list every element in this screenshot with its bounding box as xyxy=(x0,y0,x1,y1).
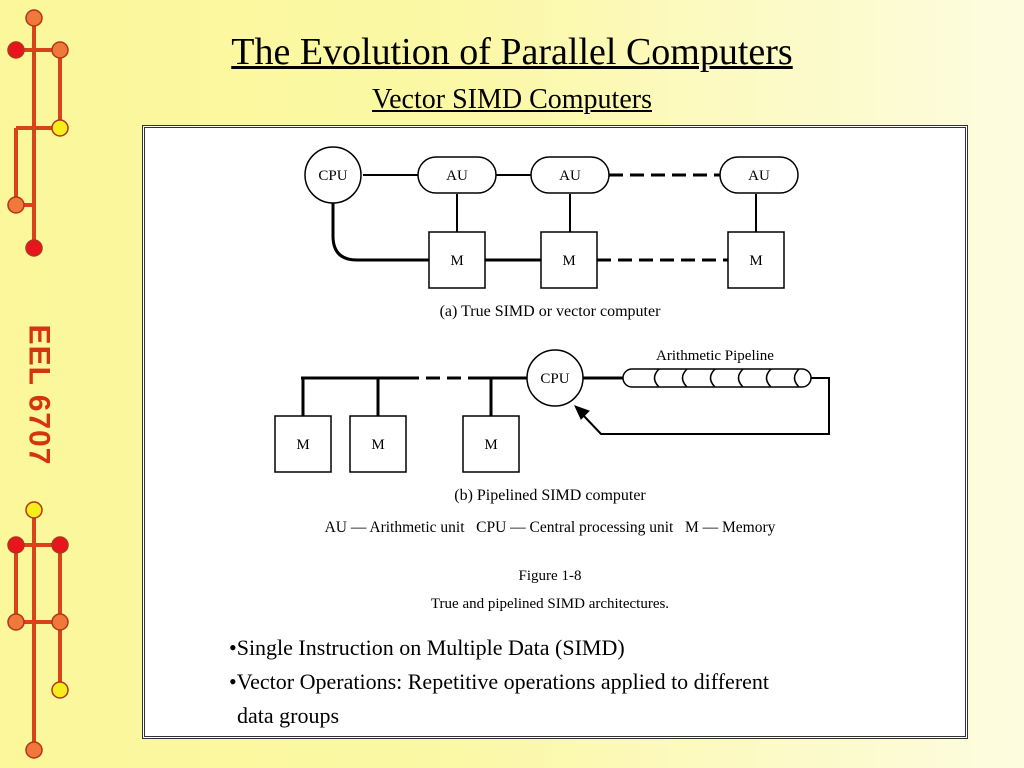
cpu-b-label: CPU xyxy=(540,371,569,387)
au-unit-1: AU xyxy=(417,156,497,194)
course-code: EEL 6707 xyxy=(8,300,68,490)
figure-legend: AU — Arithmetic unit CPU — Central proce… xyxy=(325,519,776,536)
au-label-3: AU xyxy=(748,168,770,184)
memory-a-2: M xyxy=(540,231,598,289)
pipeline-label: Arithmetic Pipeline xyxy=(656,348,774,364)
memory-b-label-2: M xyxy=(371,437,384,453)
pipelined-simd-diagram xyxy=(301,376,830,435)
memory-b-3: M xyxy=(462,415,520,473)
caption-a: (a) True SIMD or vector computer xyxy=(440,303,662,320)
course-code-text: EEL 6707 xyxy=(22,324,56,466)
decorative-rail-network xyxy=(7,9,69,759)
caption-b: (b) Pipelined SIMD computer xyxy=(454,487,646,504)
arithmetic-pipeline: Arithmetic Pipeline xyxy=(622,348,812,388)
bullet-item-vector-ops-continued: data groups xyxy=(237,703,340,728)
figure-number: Figure 1-8 xyxy=(519,568,582,584)
cpu-a-label: CPU xyxy=(318,168,347,184)
true-simd-diagram xyxy=(331,173,757,262)
memory-a-label-2: M xyxy=(562,253,575,269)
au-unit-2: AU xyxy=(530,156,610,194)
au-label-2: AU xyxy=(559,168,581,184)
memory-b-label-3: M xyxy=(484,437,497,453)
content-frame: CPU AU AU AU M M M (a) True SIMD or vect… xyxy=(142,125,968,739)
slide-title: The Evolution of Parallel Computers xyxy=(231,31,793,73)
memory-a-3: M xyxy=(727,231,785,289)
simd-figure: CPU AU AU AU M M M (a) True SIMD or vect… xyxy=(223,138,873,626)
cpu-a-node: CPU xyxy=(304,146,362,204)
figure-caption: True and pipelined SIMD architectures. xyxy=(431,596,669,612)
memory-a-1: M xyxy=(428,231,486,289)
au-label-1: AU xyxy=(446,168,468,184)
memory-b-2: M xyxy=(349,415,407,473)
bullet-item-simd: •Single Instruction on Multiple Data (SI… xyxy=(229,635,625,660)
slide-subtitle: Vector SIMD Computers xyxy=(372,84,652,115)
au-unit-3: AU xyxy=(719,156,799,194)
memory-a-label-3: M xyxy=(749,253,762,269)
memory-b-label-1: M xyxy=(296,437,309,453)
memory-a-label-1: M xyxy=(450,253,463,269)
cpu-b-node: CPU xyxy=(526,349,584,407)
bullet-item-vector-ops: •Vector Operations: Repetitive operation… xyxy=(229,669,770,694)
bullet-list: •Single Instruction on Multiple Data (SI… xyxy=(229,631,949,733)
memory-b-1: M xyxy=(274,415,332,473)
